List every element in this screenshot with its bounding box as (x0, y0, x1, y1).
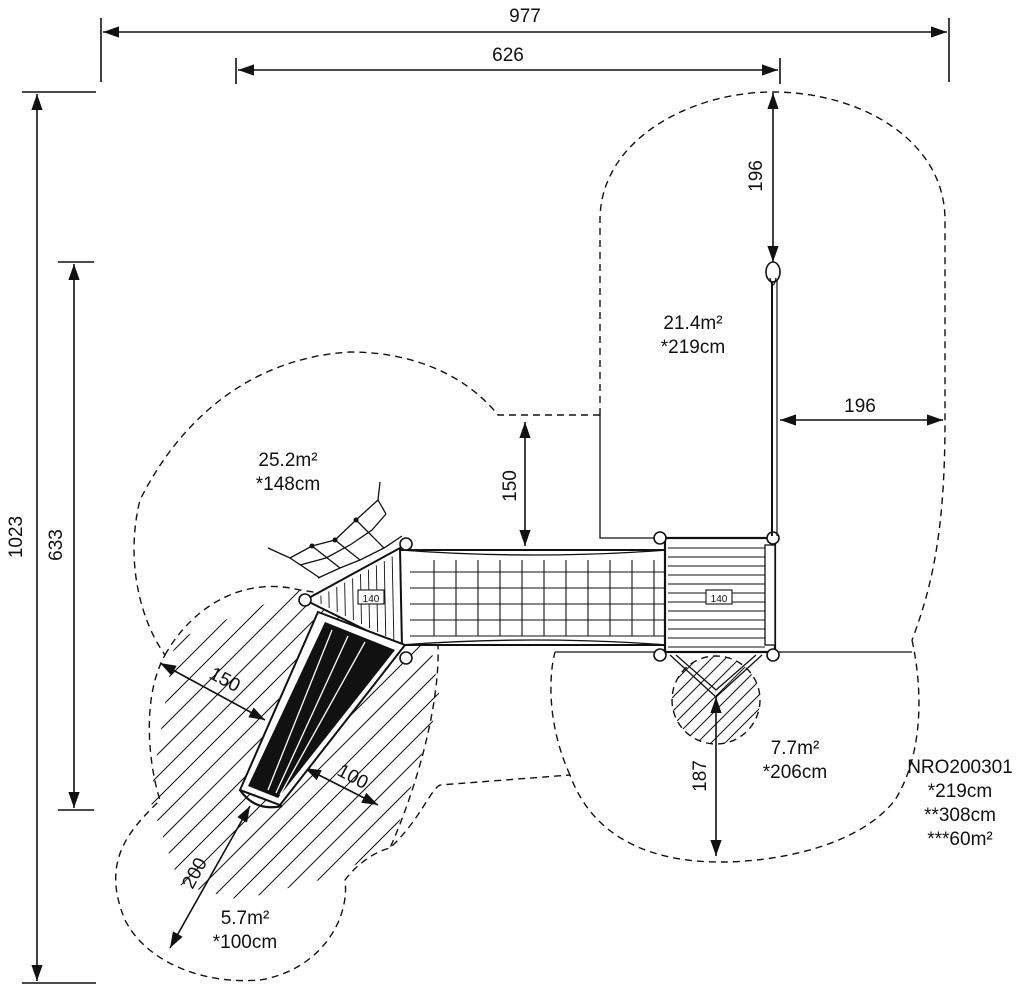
bridge-gap-label: 150 (500, 470, 521, 502)
right-hatch (672, 656, 760, 744)
swing-fall-label: *219cm (661, 337, 725, 358)
inner-height-label: 633 (46, 529, 67, 561)
overall-width-dimension (100, 18, 950, 82)
swing-beam (765, 261, 781, 536)
slide-side-dimension (159, 662, 266, 721)
overall-height-dimension (22, 91, 96, 984)
product-area: ***60m² (927, 829, 992, 850)
product-free-height: *219cm (928, 781, 992, 802)
right-platform-label: 140 (711, 594, 728, 605)
right-drop-zone (671, 655, 761, 745)
right-bottom-label: 187 (690, 760, 711, 792)
slide-side-label: 150 (206, 663, 244, 696)
safety-zone-left (115, 351, 600, 982)
left-area-label: 25.2m² (258, 450, 317, 471)
inner-height-dimension (58, 261, 94, 811)
left-fall-label: *148cm (256, 474, 320, 495)
inner-width-dimension (235, 58, 781, 84)
right-area-label: 7.7m² (771, 738, 820, 759)
product-total-height: **308cm (924, 805, 996, 826)
right-platform: 140 (653, 531, 780, 698)
slide-area-label: 5.7m² (221, 908, 270, 929)
swing-top-label: 196 (746, 160, 767, 192)
swing-side-label: 196 (844, 396, 876, 417)
bridge (399, 549, 669, 646)
safety-zone-slide (164, 585, 439, 849)
left-platform: 140 (267, 481, 413, 665)
slide (238, 610, 407, 809)
inner-width-label: 626 (492, 45, 524, 66)
overall-width-label: 977 (509, 6, 541, 27)
safety-zone-right (550, 639, 920, 863)
right-fall-label: *206cm (763, 762, 827, 783)
swing-area-label: 21.4m² (663, 313, 722, 334)
product-code: NRO200301 (907, 757, 1013, 778)
left-platform-label: 140 (363, 594, 380, 605)
slide-fall-label: *100cm (213, 932, 277, 953)
safety-zone-swing (599, 91, 946, 641)
slide-width-dimension (304, 767, 379, 806)
overall-height-label: 1023 (6, 516, 27, 558)
boundary-lines (555, 415, 912, 653)
